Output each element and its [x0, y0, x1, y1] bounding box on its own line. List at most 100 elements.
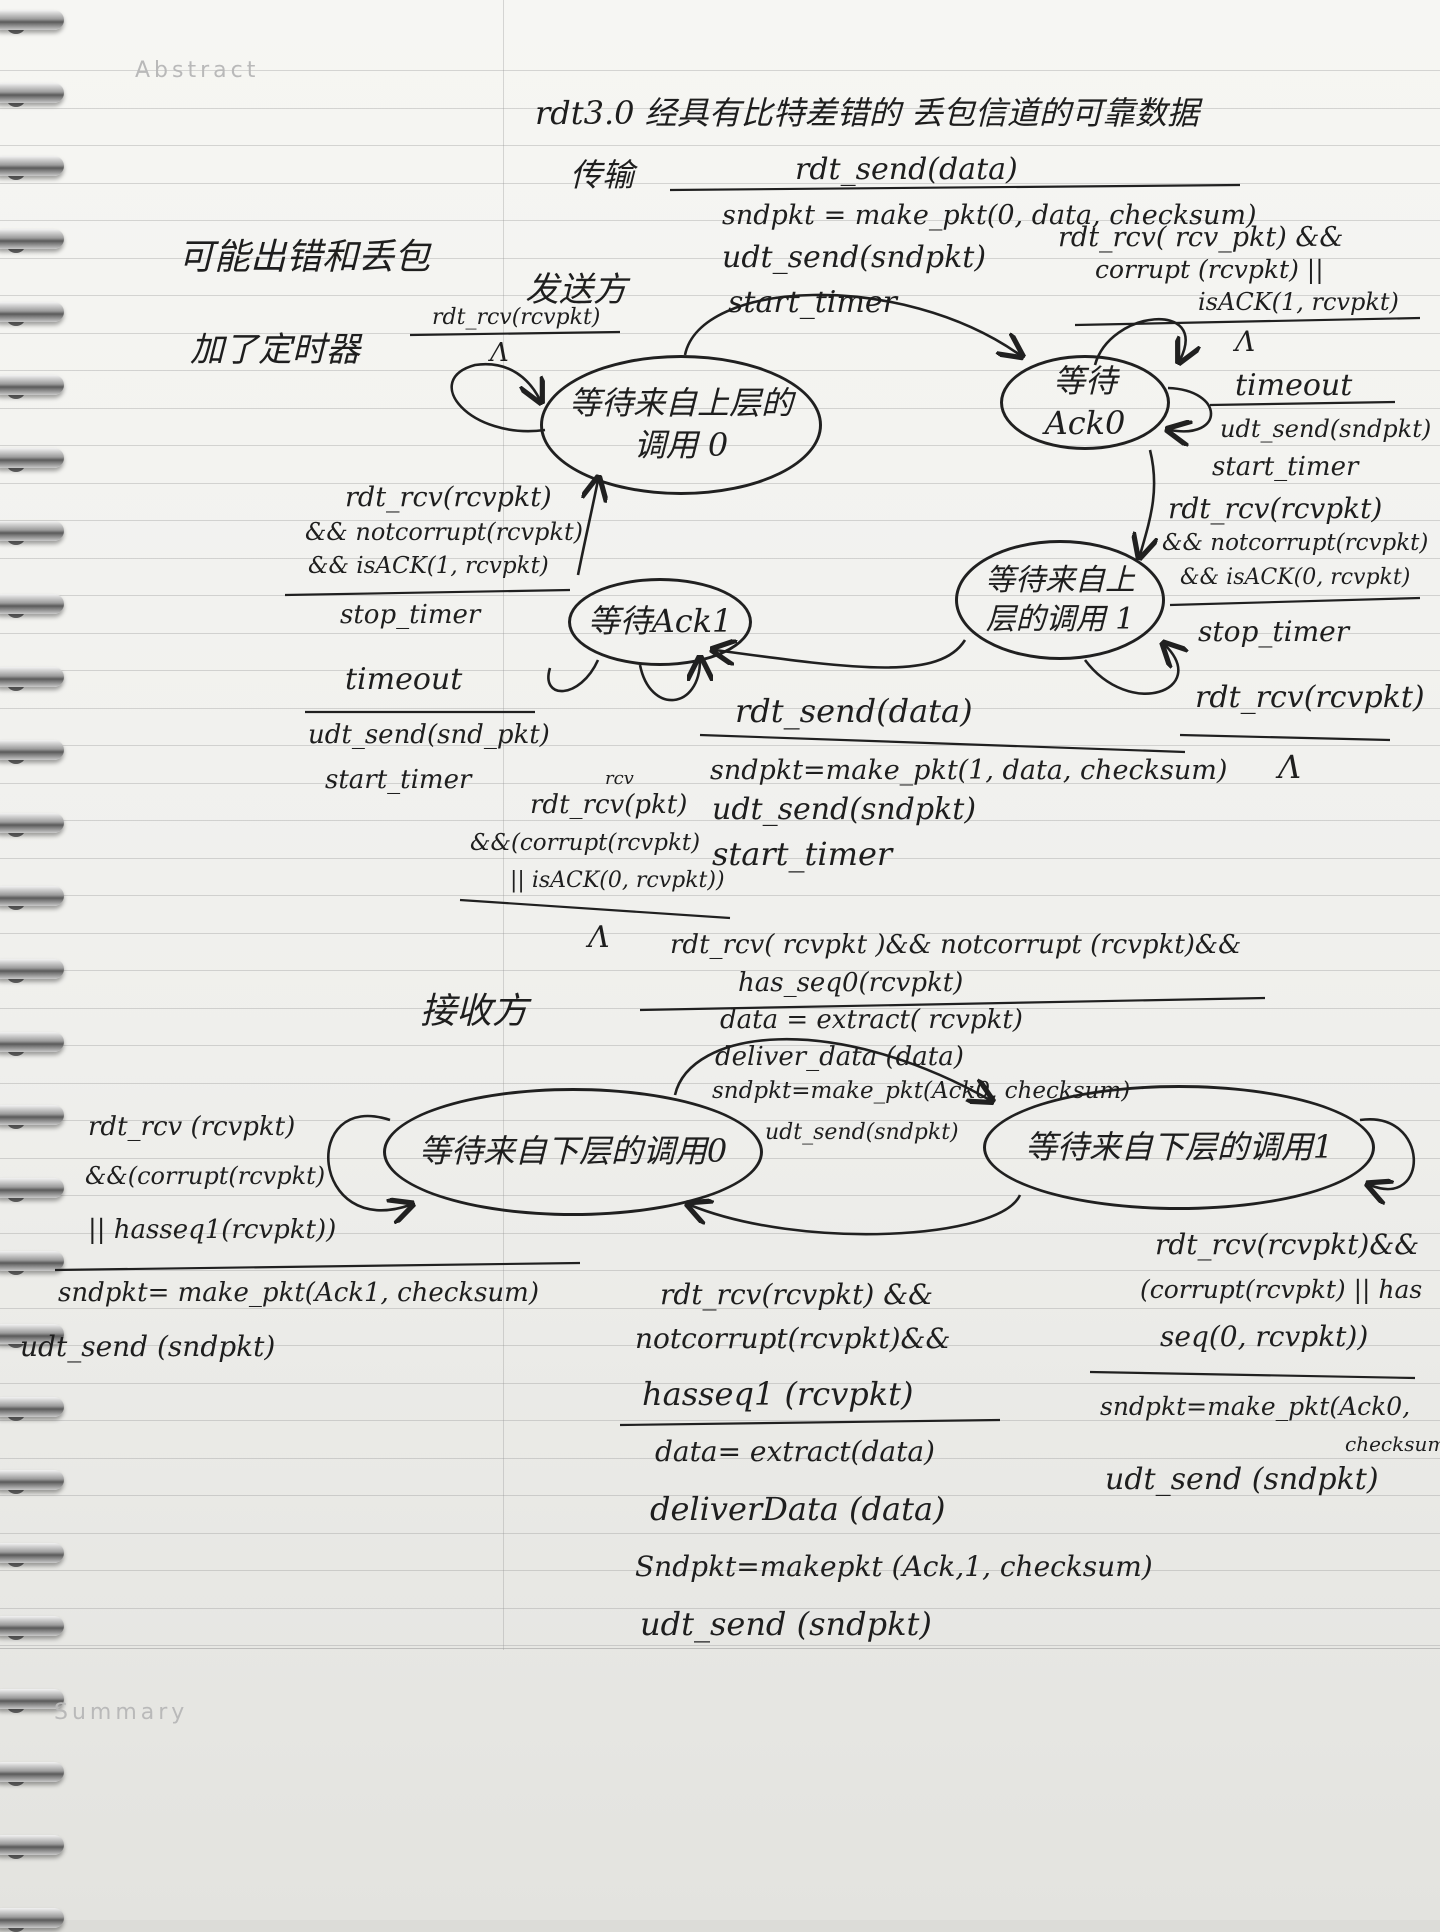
title-line-2: 传输	[570, 156, 635, 194]
loop-ack1-timeout	[547, 659, 600, 693]
loop-call1	[1083, 645, 1178, 695]
loop-ack0-bad	[1093, 317, 1186, 365]
label-r1-loop-action-1: sndpkt=make_pkt(Ack0,	[1100, 1392, 1411, 1421]
label-a1-timeout-event: timeout	[345, 662, 463, 697]
label-c1a1-action-2: udt_send(sndpkt)	[712, 792, 977, 827]
label-r0-loop-event-3: || hasseq1(rcvpkt))	[88, 1215, 337, 1245]
ruled-line	[0, 1345, 1440, 1346]
ruled-line	[0, 145, 1440, 146]
ruled-line	[0, 782, 1440, 784]
spiral-ring	[0, 886, 64, 906]
spiral-ring	[0, 229, 64, 249]
abstract-label: Abstract	[135, 58, 260, 83]
label-r10-action-3: Sndpkt=makepkt (Ack,1, checksum)	[635, 1550, 1153, 1583]
ruled-line	[0, 895, 1440, 896]
ruled-line	[0, 1532, 1440, 1534]
spiral-ring	[0, 1470, 64, 1490]
spiral-ring	[0, 1689, 64, 1709]
state-wait-ack-0: 等待Ack0	[1000, 355, 1170, 450]
state-wait-below-1: 等待来自下层的调用1	[983, 1085, 1375, 1210]
ruled-line	[0, 1232, 1440, 1234]
arrow-r1-to-r0	[690, 1194, 1022, 1236]
spiral-ring	[0, 667, 64, 687]
spiral-ring	[0, 521, 64, 541]
label-c0a0-event: rdt_send(data)	[795, 152, 1018, 187]
label-c1-loop-event: rdt_rcv(rcvpkt)	[1195, 680, 1425, 715]
label-r1-loop-event-1: rdt_rcv(rcvpkt)&&	[1155, 1228, 1420, 1261]
label-r1-loop-event-3: seq(0, rcvpkt))	[1160, 1320, 1369, 1353]
label-a0-timeout-event: timeout	[1235, 368, 1353, 403]
ruled-line	[0, 932, 1440, 934]
label-a1-bad-event-3: || isACK(0, rcvpkt))	[510, 868, 725, 893]
ruled-line	[0, 707, 1440, 709]
spiral-ring	[0, 1616, 64, 1636]
label-r01-action-1: data = extract( rcvpkt)	[720, 1005, 1023, 1035]
ruled-line	[0, 1645, 1440, 1646]
spiral-ring	[0, 959, 64, 979]
label-r0-loop-event-1: rdt_rcv (rcvpkt)	[88, 1112, 296, 1142]
ruled-line	[0, 220, 1440, 221]
label-r0-loop-action-1: sndpkt= make_pkt(Ack1, checksum)	[58, 1278, 539, 1308]
spiral-ring	[0, 1762, 64, 1782]
ruled-line	[0, 1570, 1440, 1571]
label-c0a0-action-2: udt_send(sndpkt)	[722, 240, 987, 275]
ruled-line	[0, 970, 1440, 971]
loop-ack0-timeout	[1168, 386, 1213, 431]
state-wait-call-1: 等待来自上层的调用 1	[955, 540, 1165, 660]
spiral-ring	[0, 740, 64, 760]
spiral-ring	[0, 813, 64, 833]
label-a1-timeout-action-2: start_timer	[325, 765, 472, 795]
label-c1a1-action-3: start_timer	[712, 835, 893, 873]
label-a1c0-event-3: && isACK(1, rcvpkt)	[308, 553, 549, 579]
label-a1c0-action: stop_timer	[340, 600, 481, 630]
label-c1a1-event: rdt_send(data)	[735, 692, 973, 730]
label-r10-action-1: data= extract(data)	[655, 1435, 935, 1468]
label-a1c0-event-1: rdt_rcv(rcvpkt)	[345, 482, 552, 513]
ruled-line	[0, 1495, 1440, 1496]
ruled-line	[0, 1382, 1440, 1384]
ruled-line	[0, 332, 1440, 334]
ruled-line	[0, 1420, 1440, 1421]
loop-ack1-bad	[638, 660, 700, 702]
ruled-line	[0, 1045, 1440, 1046]
spiral-ring	[0, 156, 64, 176]
spiral-ring	[0, 302, 64, 322]
label-a0-bad-event-2: corrupt (rcvpkt) ||	[1095, 255, 1324, 284]
ruled-line	[0, 257, 1440, 259]
ruled-line	[0, 1457, 1440, 1459]
label-start-loop-action: Λ	[490, 338, 509, 368]
label-a1-bad-event-1: rdt_rcv(pkt)	[530, 790, 688, 820]
label-c1a1-action-1: sndpkt=make_pkt(1, data, checksum)	[710, 755, 1228, 786]
label-a0-bad-action: Λ	[1235, 325, 1256, 358]
label-r01-action-2: deliver_data (data)	[715, 1042, 964, 1072]
spiral-ring	[0, 594, 64, 614]
label-r10-event-3: hasseq1 (rcvpkt)	[642, 1375, 914, 1413]
spiral-ring	[0, 1543, 64, 1563]
label-a0-timeout-action-2: start_timer	[1212, 452, 1359, 482]
summary-divider	[0, 1648, 1440, 1649]
label-a0c1-action: stop_timer	[1198, 615, 1350, 648]
label-r01-event-1: rdt_rcv( rcvpkt )&& notcorrupt (rcvpkt)&…	[670, 930, 1242, 960]
note-receiver: 接收方	[420, 991, 529, 1032]
label-c0a0-action-1: sndpkt = make_pkt(0, data, checksum)	[722, 200, 1257, 231]
ruled-line	[0, 1270, 1440, 1271]
spiral-ring	[0, 83, 64, 103]
state-wait-ack-1: 等待Ack1	[568, 578, 752, 666]
state-wait-below-0: 等待来自下层的调用0	[383, 1088, 763, 1216]
label-a1-bad-note: rcv	[605, 768, 634, 789]
title-line-1: rdt3.0 经具有比特差错的 丢包信道的可靠数据	[535, 94, 1199, 132]
ruled-line	[0, 1307, 1440, 1309]
label-a0c1-event-2: && notcorrupt(rcvpkt)	[1162, 530, 1429, 556]
loop-r1	[1359, 1118, 1416, 1189]
arrow-r0-to-r1	[673, 1038, 990, 1100]
label-r10-action-2: deliverData (data)	[650, 1490, 946, 1528]
label-r10-event-1: rdt_rcv(rcvpkt) &&	[660, 1278, 934, 1311]
spiral-ring	[0, 1032, 64, 1052]
label-r0-loop-event-2: &&(corrupt(rcvpkt)	[85, 1162, 326, 1190]
ruled-line	[0, 670, 1440, 671]
label-a0-timeout-action-1: udt_send(sndpkt)	[1220, 415, 1432, 443]
spiral-ring	[0, 1397, 64, 1417]
label-r10-action-4: udt_send (sndpkt)	[640, 1605, 932, 1643]
spiral-ring	[0, 1105, 64, 1125]
